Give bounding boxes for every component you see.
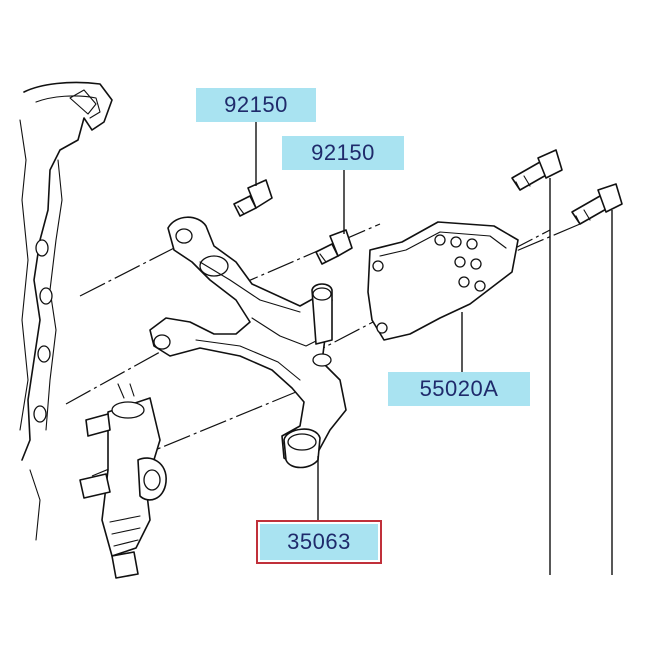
bolt-92150-right xyxy=(315,229,353,265)
callout-bracket-plate-55020A: 55020A xyxy=(388,372,530,406)
bolt-92150-left xyxy=(233,179,273,217)
callout-bolt-92150-left: 92150 xyxy=(196,88,316,122)
shift-shaft-assembly xyxy=(79,383,167,579)
callout-bolt-92150-right: 92150 xyxy=(282,136,404,170)
long-bolt-lower xyxy=(571,183,623,225)
engine-case xyxy=(19,81,113,541)
leader-lines xyxy=(255,122,613,575)
bracket-arm-35063 xyxy=(149,216,347,469)
bracket-plate-55020A xyxy=(367,221,519,341)
callout-bracket-arm-35063: 35063 xyxy=(256,520,382,564)
long-bolt-upper xyxy=(511,149,563,191)
